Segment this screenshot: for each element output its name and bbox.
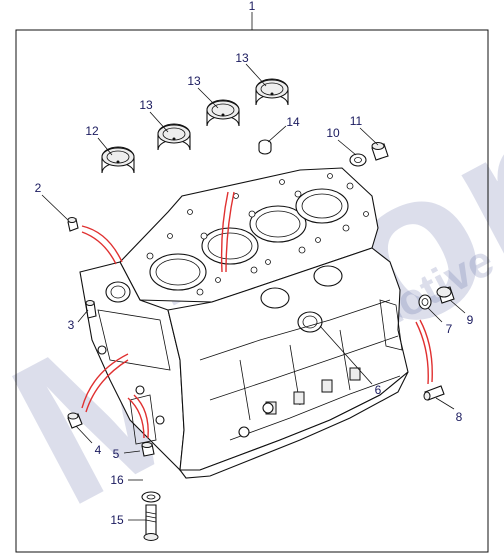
- callout-1: 1: [249, 0, 256, 13]
- callout-9: 9: [467, 313, 474, 327]
- bolt-15: [143, 504, 159, 541]
- callout-5: 5: [113, 447, 120, 461]
- dowel-8: [423, 385, 445, 401]
- bearing-13c: [255, 78, 289, 106]
- callout-13c: 13: [235, 51, 249, 65]
- cylinder-block: [79, 167, 409, 479]
- plug-11: [371, 142, 389, 161]
- callout-13a: 13: [139, 98, 153, 112]
- callout-8: 8: [456, 410, 463, 424]
- bushing-14: [258, 139, 272, 155]
- callout-15: 15: [110, 513, 124, 527]
- callout-11: 11: [350, 114, 363, 128]
- bushing-7: [418, 294, 432, 310]
- plug-5: [141, 442, 155, 457]
- pin-3: [85, 300, 97, 319]
- callout-13b: 13: [187, 74, 201, 88]
- callout-16: 16: [110, 473, 124, 487]
- bearing-13a: [157, 123, 191, 151]
- plug-9: [436, 286, 455, 304]
- callouts: 1 2 3 4 5 6 7 8 9 10 11 12 13 13 13 14 1…: [35, 0, 474, 527]
- callout-3: 3: [68, 318, 75, 332]
- highlight-lines: [81, 191, 433, 439]
- bearing-12: [101, 146, 135, 174]
- callout-14: 14: [286, 115, 300, 129]
- callout-7: 7: [446, 322, 453, 336]
- callout-4: 4: [95, 443, 102, 457]
- callout-10: 10: [326, 126, 340, 140]
- bearing-13b: [206, 99, 240, 127]
- callout-6: 6: [375, 383, 382, 397]
- callout-12: 12: [85, 124, 99, 138]
- plug-4: [67, 412, 83, 429]
- washer-10: [349, 153, 367, 167]
- leader-lines: [41, 63, 466, 521]
- plug-2: [67, 217, 79, 232]
- washer-16: [141, 491, 161, 503]
- callout-2: 2: [35, 181, 42, 195]
